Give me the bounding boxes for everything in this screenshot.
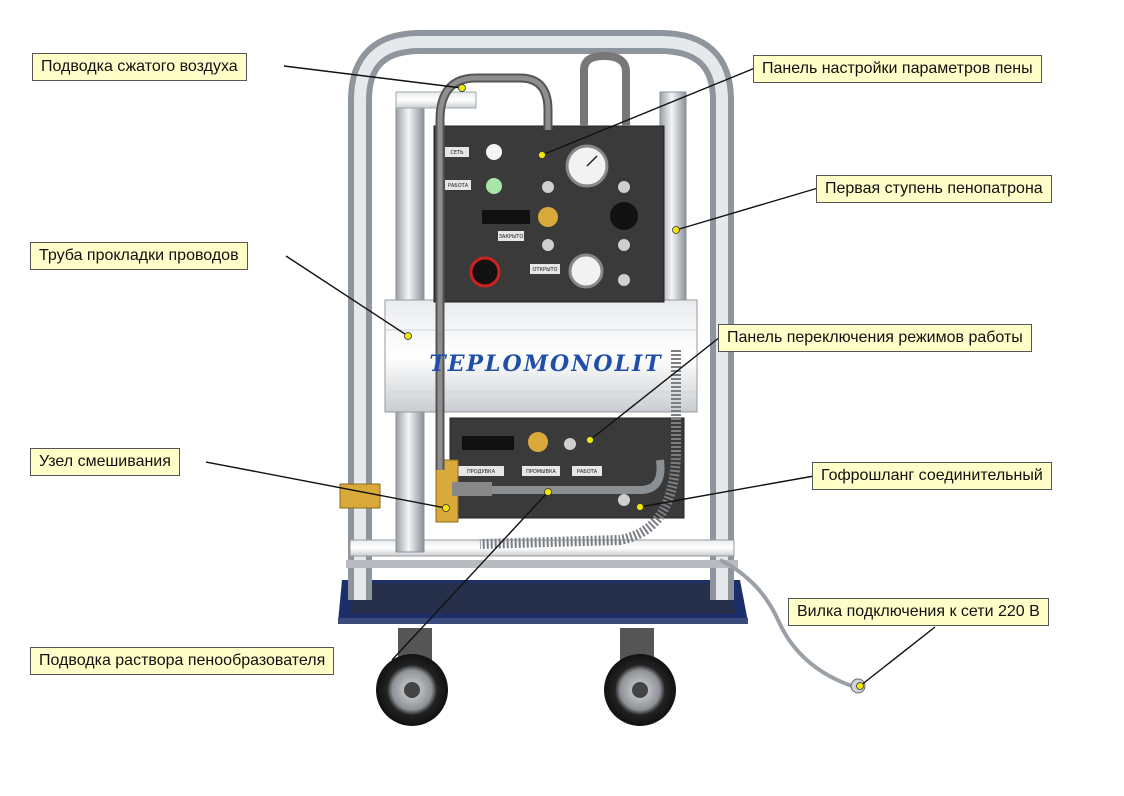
cart-deck (338, 580, 748, 624)
label-flush: ПРОМЫВКА (526, 469, 556, 475)
mixing-unit (339, 459, 492, 523)
callout-plug: Вилка подключения к сети 220 В (788, 598, 1049, 626)
brand-text: TEPLOMONOLIT (429, 351, 662, 377)
label-purge: ПРОДУВКА (467, 469, 496, 475)
callout-foam-panel: Панель настройки параметров пены (753, 55, 1042, 83)
wheel-right (604, 628, 676, 726)
callout-markers (404, 84, 864, 690)
label-work-lower: РАБОТА (577, 469, 598, 475)
callout-corrugated-hose: Гофрошланг соединительный (812, 462, 1052, 490)
label-work: РАБОТА (448, 183, 469, 189)
callout-mixing-unit: Узел смешивания (30, 448, 180, 476)
upper-control-panel: СЕТЬ РАБОТА ЗАКРЫТО ОТКРЫТО (433, 125, 665, 303)
leader-lines (205, 65, 936, 687)
callout-first-stage: Первая ступень пенопатрона (816, 175, 1052, 203)
cart-frame (346, 30, 738, 600)
callout-mode-panel: Панель переключения режимов работы (718, 324, 1032, 352)
lower-control-panel: ПРОДУВКА ПРОМЫВКА РАБОТА (449, 417, 685, 519)
callout-air-supply: Подводка сжатого воздуха (32, 53, 247, 81)
hoses (435, 51, 866, 694)
wheel-left (376, 628, 448, 726)
label-closed: ЗАКРЫТО (499, 234, 524, 240)
callout-wire-tube: Труба прокладки проводов (30, 242, 248, 270)
label-open: ОТКРЫТО (533, 267, 558, 273)
label-set: СЕТЬ (450, 150, 464, 156)
callout-foam-solution: Подводка раствора пенообразователя (30, 647, 335, 675)
